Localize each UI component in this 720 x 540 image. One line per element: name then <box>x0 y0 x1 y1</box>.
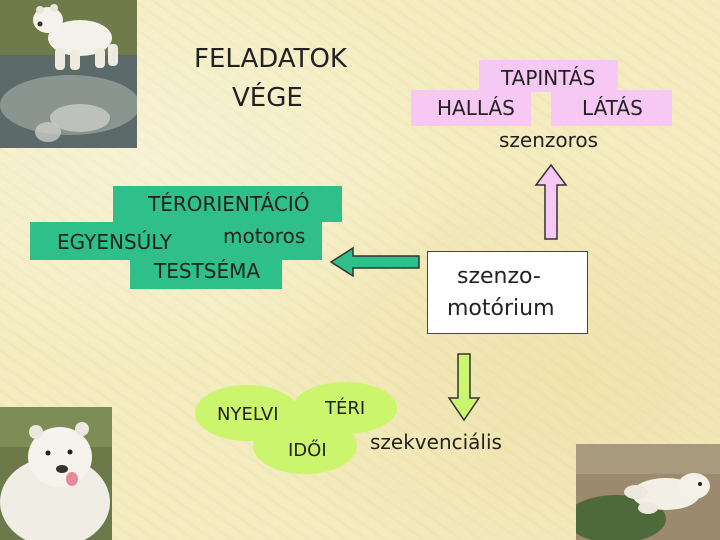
szenzoros-label: szenzoros <box>499 128 599 152</box>
hallas-label: HALLÁS <box>437 96 515 120</box>
hallas-box <box>411 90 531 126</box>
polar-bear-photo-top-left <box>0 0 137 148</box>
polar-bear-photo-bottom-right <box>576 444 720 540</box>
szenzomotorium-line-1: szenzo- <box>457 264 541 289</box>
szenzomotorium-box <box>427 251 588 334</box>
egyensuly-box <box>30 222 322 260</box>
latas-label: LÁTÁS <box>582 96 643 120</box>
sequential-ellipses <box>195 382 397 474</box>
terorientacio-box <box>113 186 342 222</box>
arrow-up-icon <box>534 163 568 240</box>
testsema-label: TESTSÉMA <box>154 259 261 283</box>
latas-box <box>551 90 672 126</box>
title-line-2: VÉGE <box>232 83 303 113</box>
polar-bear-photo-bottom-left <box>0 407 112 540</box>
title-line-1: FELADATOK <box>194 44 347 74</box>
tapintas-box <box>479 60 618 92</box>
tapintas-label: TAPINTÁS <box>501 66 596 90</box>
szenzomotorium-line-2: motórium <box>447 296 555 321</box>
egyensuly-label: EGYENSÚLY <box>57 230 172 254</box>
idoi-label: IDŐI <box>288 440 327 461</box>
terorientacio-label: TÉRORIENTÁCIÓ <box>148 192 310 216</box>
idoi-ellipse <box>253 418 357 474</box>
szekvencialis-label: szekvenciális <box>370 430 502 454</box>
testsema-box <box>130 254 282 289</box>
arrow-left-icon <box>329 246 420 278</box>
motoros-label: motoros <box>223 224 306 248</box>
arrow-down-icon <box>447 353 481 422</box>
teri-label: TÉRI <box>325 398 366 419</box>
nyelvi-label: NYELVI <box>217 404 279 425</box>
